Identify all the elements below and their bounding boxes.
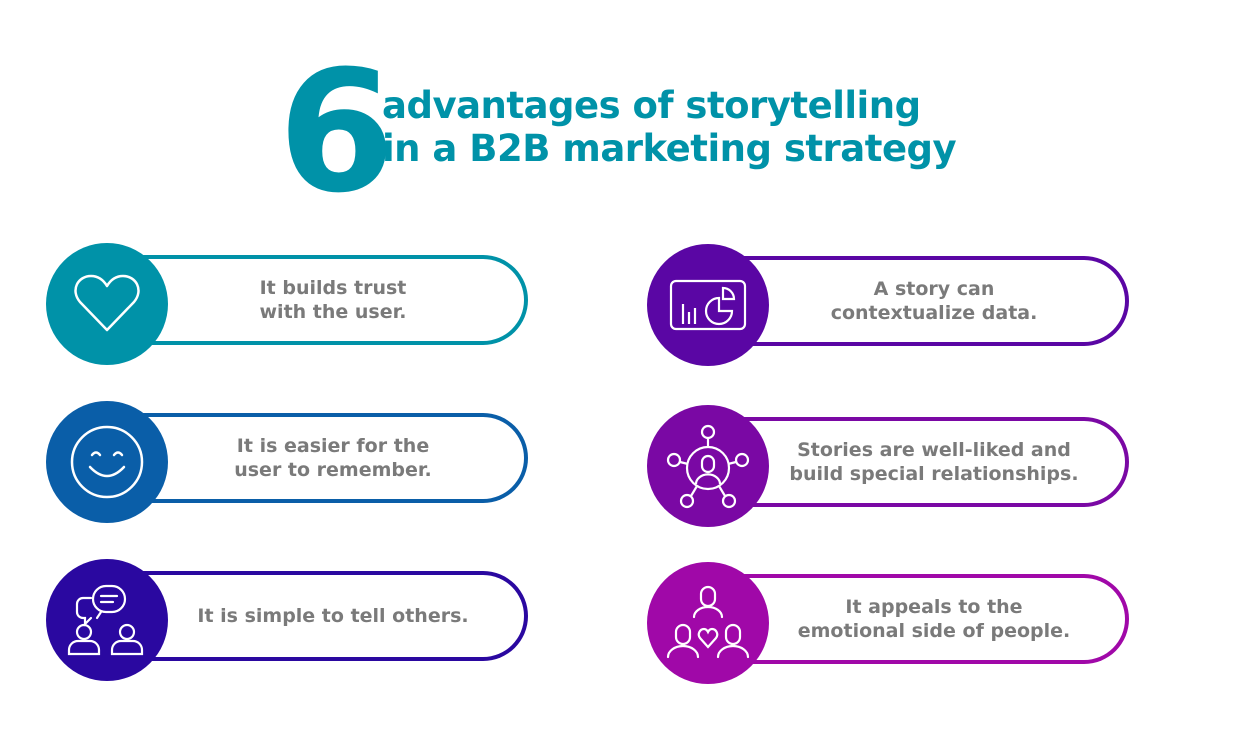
text-line-2: emotional side of people. bbox=[797, 620, 1071, 642]
card-border bbox=[106, 413, 528, 503]
text-line-1: It appeals to the bbox=[845, 596, 1023, 618]
icon-circle bbox=[647, 405, 769, 527]
card-border bbox=[106, 571, 528, 661]
page-title: advantages of storytelling in a B2B mark… bbox=[382, 84, 957, 170]
text-line-1: It is easier for the bbox=[236, 435, 430, 457]
card-border bbox=[707, 574, 1129, 664]
title-number: 6 bbox=[278, 34, 395, 230]
card-border bbox=[106, 255, 528, 345]
text-line-2: contextualize data. bbox=[830, 302, 1038, 324]
text-line-2: with the user. bbox=[259, 301, 407, 323]
advantage-text: It is simple to tell others. bbox=[168, 571, 498, 661]
card-border bbox=[707, 256, 1129, 346]
text-line-1: It builds trust bbox=[259, 277, 407, 299]
icon-circle bbox=[46, 401, 168, 523]
data-chart-icon bbox=[669, 279, 747, 331]
card-border bbox=[707, 417, 1129, 507]
icon-circle bbox=[647, 562, 769, 684]
text-line-1: A story can bbox=[873, 278, 995, 300]
people-heart-icon bbox=[666, 585, 750, 659]
icon-circle bbox=[46, 243, 168, 365]
icon-circle bbox=[46, 559, 168, 681]
smiley-icon bbox=[70, 425, 144, 499]
heart-icon bbox=[74, 274, 140, 332]
text-line-2: build special relationships. bbox=[789, 463, 1079, 485]
text-line-1: It is simple to tell others. bbox=[197, 605, 469, 627]
text-line-2: user to remember. bbox=[234, 459, 432, 481]
network-icon bbox=[666, 424, 750, 509]
title-line-1: advantages of storytelling bbox=[382, 84, 921, 127]
advantage-card-tell-others: It is simple to tell others. bbox=[46, 559, 528, 681]
text-line-1: Stories are well-liked and bbox=[797, 439, 1071, 461]
icon-circle bbox=[647, 244, 769, 366]
title-line-2: in a B2B marketing strategy bbox=[382, 127, 957, 170]
conversation-icon bbox=[67, 584, 144, 656]
